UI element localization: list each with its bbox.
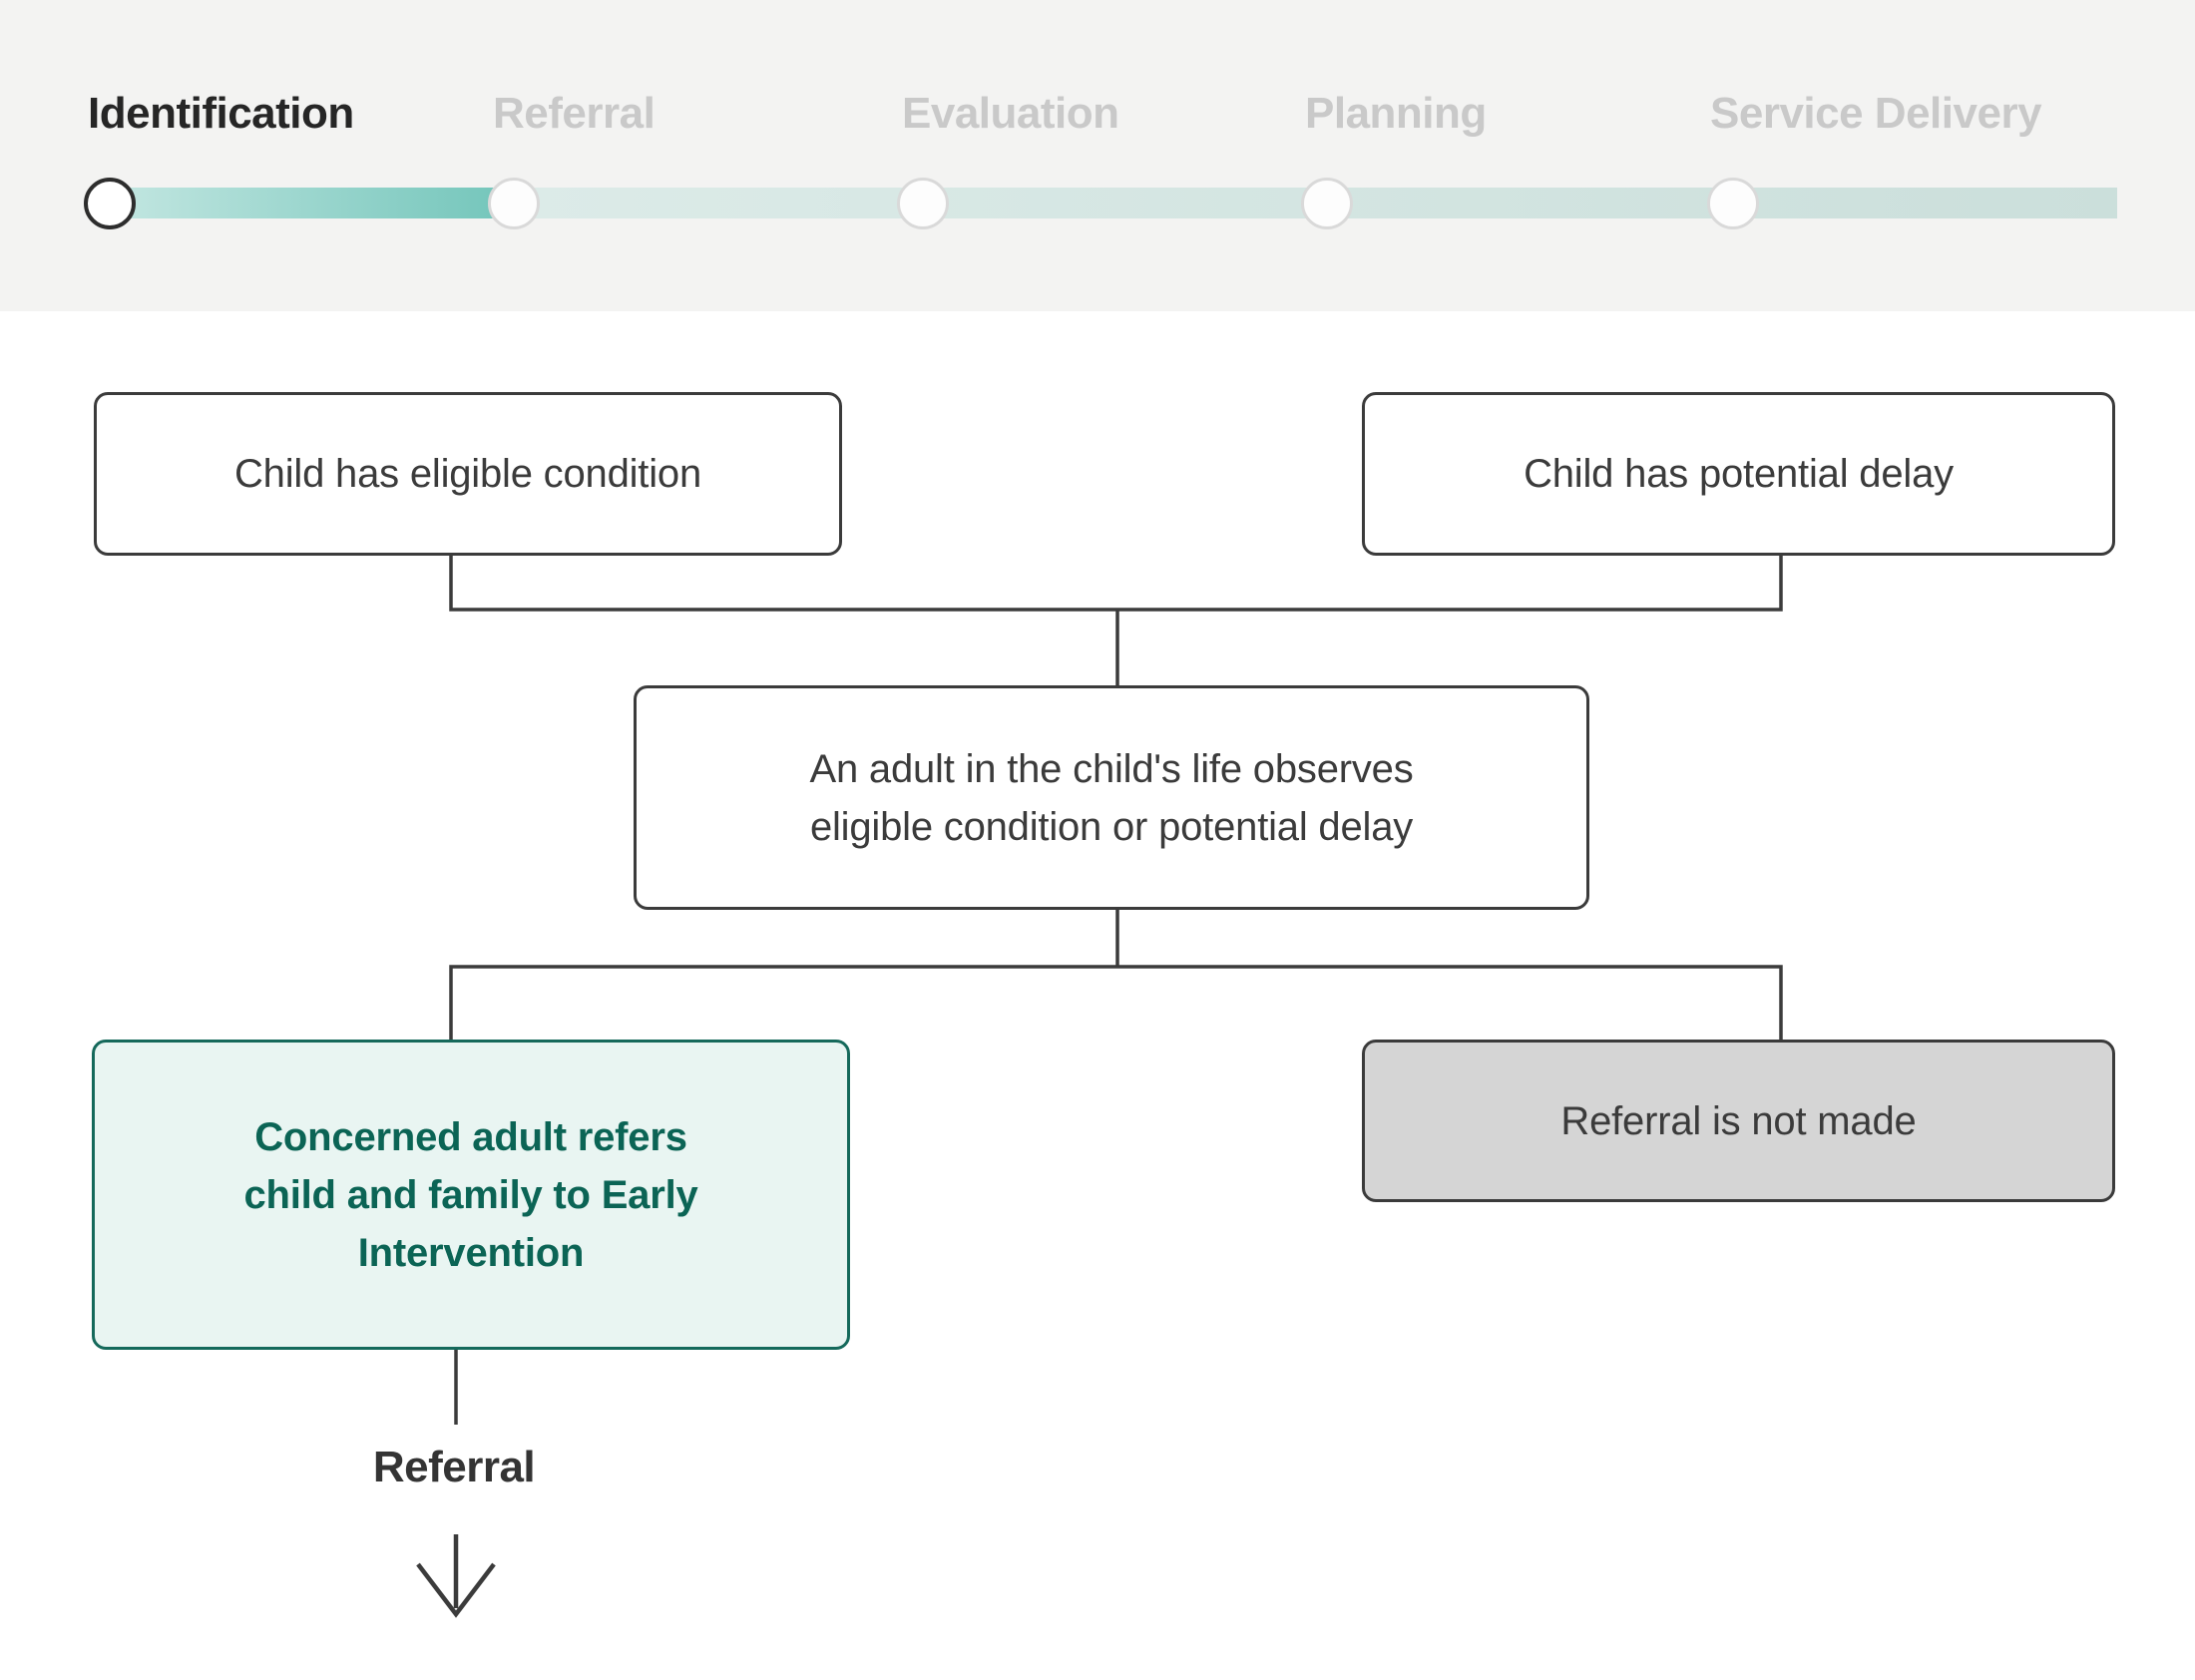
node-referral-not-made-label: Referral is not made [1560,1098,1917,1143]
node-adult-observes: An adult in the child's life observes el… [634,685,1589,910]
step-label-planning[interactable]: Planning [1305,89,1487,138]
node-referral-not-made: Referral is not made [1362,1040,2115,1202]
arrow-down-icon [416,1534,496,1618]
node-refer-to-early-intervention: Concerned adult refers child and family … [92,1040,850,1350]
step-circle-referral[interactable] [488,178,540,229]
node-potential-delay-label: Child has potential delay [1524,452,1954,496]
progress-stepper: Identification Referral Evaluation Plann… [0,0,2195,311]
step-label-identification[interactable]: Identification [88,89,354,138]
progress-segment-completed [90,188,514,218]
node-adult-observes-line1: An adult in the child's life observes [809,746,1414,791]
node-refer-line1: Concerned adult refers [254,1114,687,1159]
step-label-evaluation[interactable]: Evaluation [902,89,1119,138]
step-label-referral[interactable]: Referral [493,89,656,138]
node-eligible-condition-label: Child has eligible condition [233,452,702,496]
step-circle-planning[interactable] [1301,178,1353,229]
node-potential-delay: Child has potential delay [1362,392,2115,556]
step-circle-service-delivery[interactable] [1707,178,1759,229]
node-refer-line3: Intervention [357,1230,585,1275]
node-refer-line2: child and family to Early [243,1172,698,1217]
step-circle-identification[interactable] [84,178,136,229]
step-circle-evaluation[interactable] [897,178,949,229]
referral-outflow-label: Referral [372,1443,536,1491]
node-adult-observes-line2: eligible condition or potential delay [809,804,1414,849]
step-label-service-delivery[interactable]: Service Delivery [1710,89,2042,138]
node-eligible-condition: Child has eligible condition [94,392,842,556]
